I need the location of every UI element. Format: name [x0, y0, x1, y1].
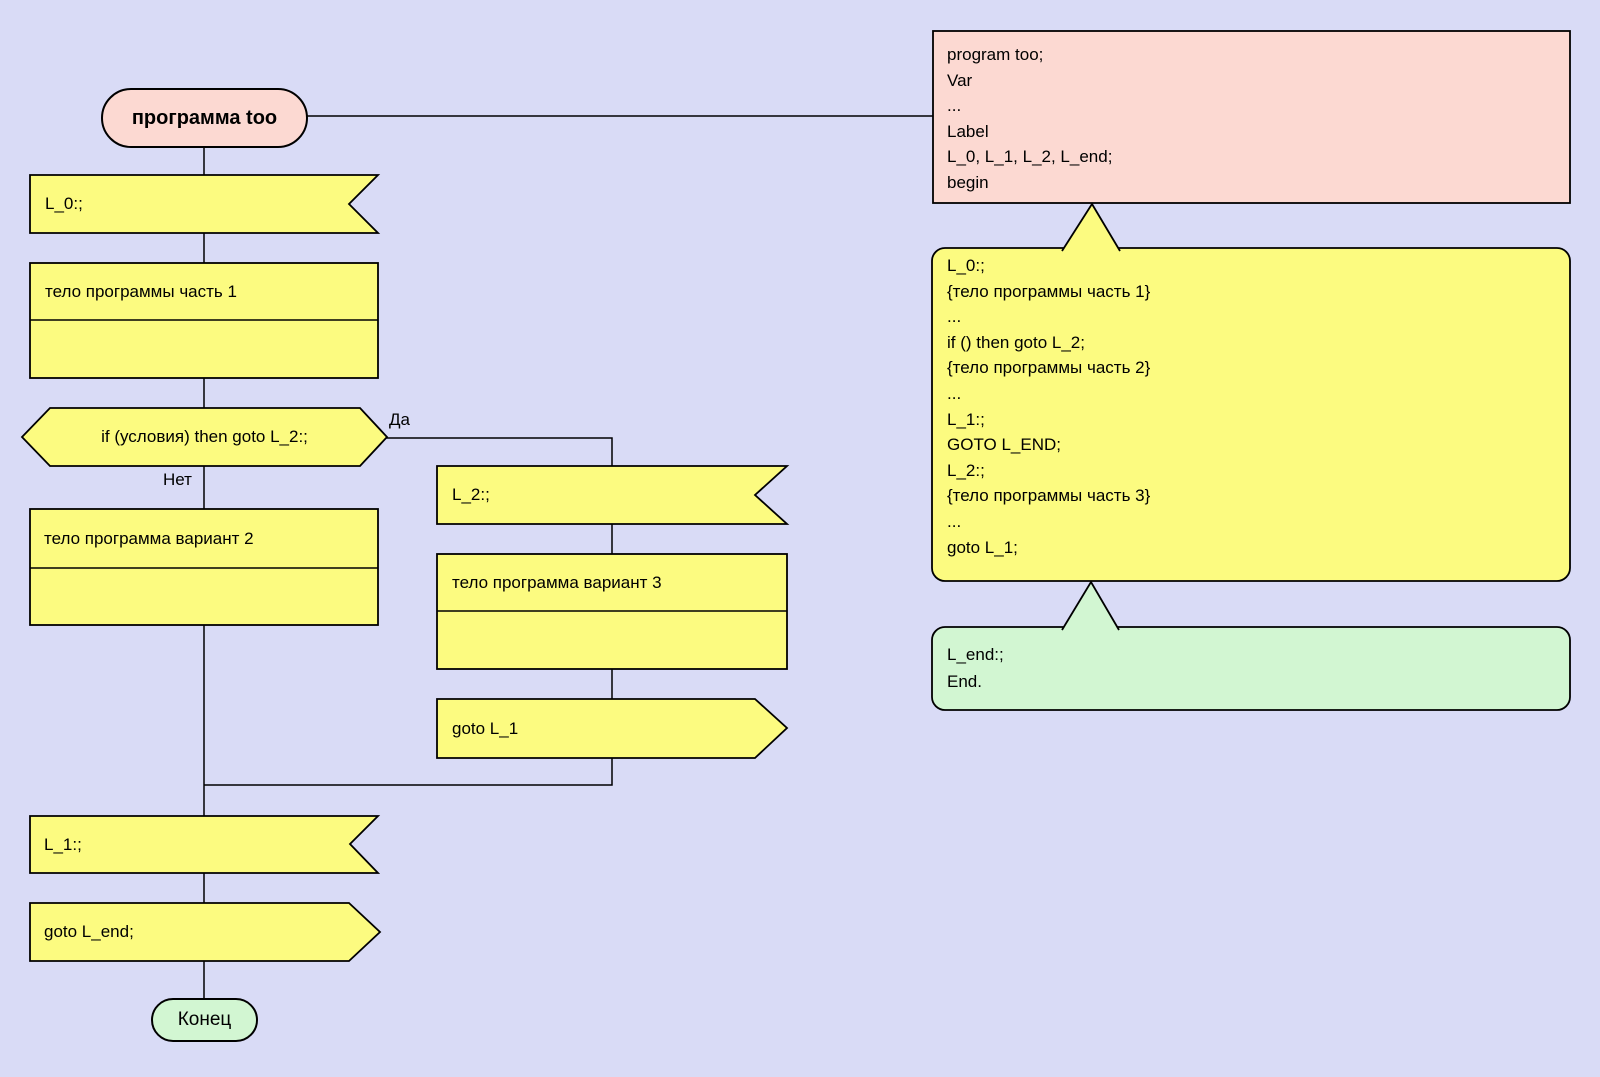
l0-flag-label: L_0:; [45, 194, 83, 213]
goto-lend-label: goto L_end; [44, 922, 134, 941]
green-callout-tail [1062, 582, 1119, 631]
yes-branch-label: Да [389, 410, 410, 429]
decision-hexagon [20, 407, 389, 467]
goto-l1-label: goto L_1 [452, 718, 519, 738]
goto-l1-arrow [436, 698, 789, 759]
main-code-callout [931, 247, 1571, 582]
connector-yes-branch [204, 437, 613, 786]
l2-flag [436, 465, 790, 525]
l2-flag-label: L_2:; [452, 485, 490, 504]
goto-lend-arrow [29, 902, 382, 962]
declaration-code-text: program too; Var ... Label L_0, L_1, L_2… [947, 45, 1113, 192]
start-node [101, 88, 308, 148]
green-callout-tail-outline [1061, 580, 1120, 631]
end-code-text: L_end:; End. [947, 645, 1004, 691]
body-variant3-label: тело программа вариант 3 [452, 572, 662, 592]
l0-flag [29, 174, 381, 234]
declaration-code-box [932, 30, 1571, 204]
yellow-callout-tail [1062, 204, 1120, 252]
start-node-label: программа too [131, 107, 278, 129]
end-code-callout [931, 626, 1571, 711]
l1-flag [29, 815, 381, 874]
body-variant2-box [29, 508, 379, 626]
body-variant2-label: тело программа вариант 2 [44, 528, 254, 548]
end-node [151, 998, 258, 1042]
end-node-label: Конец [177, 1009, 232, 1030]
no-branch-label: Нет [163, 470, 192, 489]
body-part1-label: тело программы часть 1 [45, 281, 237, 301]
decision-label: if (условия) then goto L_2:; [101, 427, 308, 446]
yellow-callout-tail-outline [1061, 202, 1121, 252]
main-code-text: L_0:; {тело программы часть 1} ... if ()… [947, 256, 1151, 557]
l1-flag-label: L_1:; [44, 834, 82, 854]
